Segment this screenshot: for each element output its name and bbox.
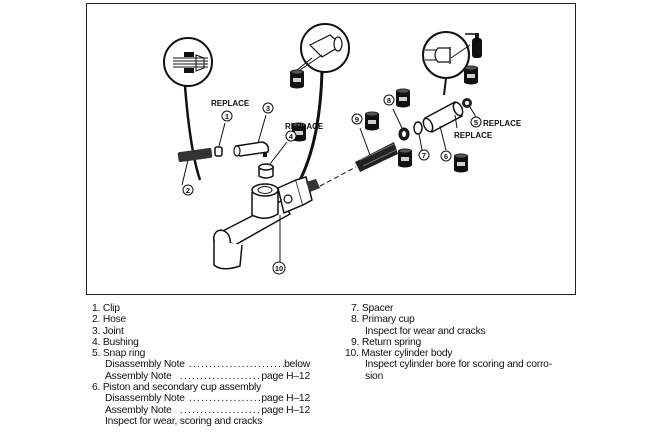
brake-fluid-can <box>365 111 379 131</box>
legend-item: 10. Master cylinder body <box>345 348 453 360</box>
note-label: Assembly Note <box>105 370 172 382</box>
parts-legend-right: 7. Spacer 8. Primary cup Inspect for wea… <box>345 303 552 382</box>
callout-9: 9 <box>351 113 363 125</box>
hose-part <box>177 147 213 186</box>
svg-text:8: 8 <box>387 96 391 105</box>
legend-item: 9. Return spring <box>351 336 422 348</box>
legend-item: 6. Piston and secondary cup assembly <box>92 382 262 394</box>
callout-5: 5 <box>470 116 482 128</box>
legend-item: 7. Spacer <box>351 303 394 314</box>
diagram-frame <box>86 3 576 295</box>
replace-label-1: REPLACE <box>211 99 250 108</box>
callout-4: 4 <box>285 130 297 142</box>
note-ref: page H–12 <box>261 370 310 382</box>
clip-part <box>214 122 226 157</box>
detail-circle-piston <box>422 31 482 96</box>
note-label: Assembly Note <box>105 404 172 416</box>
legend-item: 3. Joint <box>92 325 124 337</box>
detail-circle-joint <box>290 23 350 181</box>
detail-circle-hose <box>163 37 213 181</box>
svg-text:5: 5 <box>474 118 478 127</box>
brake-fluid-can <box>454 153 468 173</box>
exploded-view-diagram: 1 2 3 4 5 6 7 8 9 10 REPLACE REPLACE REP… <box>163 23 522 275</box>
note-ref: page H–12 <box>261 404 310 416</box>
svg-text:7: 7 <box>422 151 426 160</box>
return-spring-part <box>355 127 398 172</box>
replace-label-5: REPLACE <box>483 119 522 128</box>
primary-cup-part <box>392 108 410 141</box>
svg-text:1: 1 <box>225 112 229 121</box>
spacer-part <box>413 121 423 151</box>
replace-label-4: REPLACE <box>285 122 324 131</box>
legend-item: 2. Hose <box>92 314 127 326</box>
svg-text:6: 6 <box>444 152 448 161</box>
legend-note: Assembly Note ..........................… <box>105 404 310 416</box>
brake-fluid-can <box>396 88 410 108</box>
master-cylinder-body <box>212 176 320 270</box>
joint-part <box>233 114 270 157</box>
legend-item: 1. Clip <box>92 303 120 314</box>
note-label: Disassembly Note <box>105 359 185 371</box>
svg-text:9: 9 <box>355 115 359 124</box>
legend-item: 4. Bushing <box>92 336 139 348</box>
bushing-part <box>258 141 288 179</box>
legend-inspection-note: Inspect for wear and cracks <box>365 325 486 337</box>
brake-fluid-can <box>464 65 478 85</box>
legend-inspection-note: Inspect cylinder bore for scoring and co… <box>365 359 552 371</box>
parts-legend-left: 1. Clip 2. Hose 3. Joint 4. Bushing 5. S… <box>92 303 310 427</box>
callout-1: 1 <box>221 110 233 122</box>
assembly-axis <box>319 166 357 187</box>
callout-2: 2 <box>182 184 194 196</box>
note-ref: page H–12 <box>261 393 310 405</box>
callout-6: 6 <box>440 150 452 162</box>
legend-note: Disassembly Note .......................… <box>105 393 310 405</box>
legend-inspection-note: Inspect for wear, scoring and cracks <box>105 415 263 427</box>
legend-note: Assembly Note ..........................… <box>105 370 310 382</box>
note-ref: below <box>284 359 310 371</box>
legend-inspection-note-cont: sion <box>365 370 384 382</box>
replace-label-6: REPLACE <box>454 131 493 140</box>
legend-note: Disassembly Note .......................… <box>105 359 310 371</box>
callout-3: 3 <box>262 102 274 114</box>
svg-text:10: 10 <box>275 264 283 273</box>
svg-text:3: 3 <box>266 104 270 113</box>
brake-fluid-can <box>398 148 412 168</box>
snap-ring-part <box>462 98 477 118</box>
callout-10: 10 <box>272 261 286 275</box>
legend-item: 8. Primary cup <box>351 314 415 326</box>
piston-assembly-part <box>422 100 464 151</box>
callout-8: 8 <box>383 94 395 106</box>
svg-text:4: 4 <box>289 132 294 141</box>
note-label: Disassembly Note <box>105 393 185 405</box>
svg-text:2: 2 <box>186 186 190 195</box>
callout-7: 7 <box>418 149 430 161</box>
legend-item: 5. Snap ring <box>92 348 146 360</box>
